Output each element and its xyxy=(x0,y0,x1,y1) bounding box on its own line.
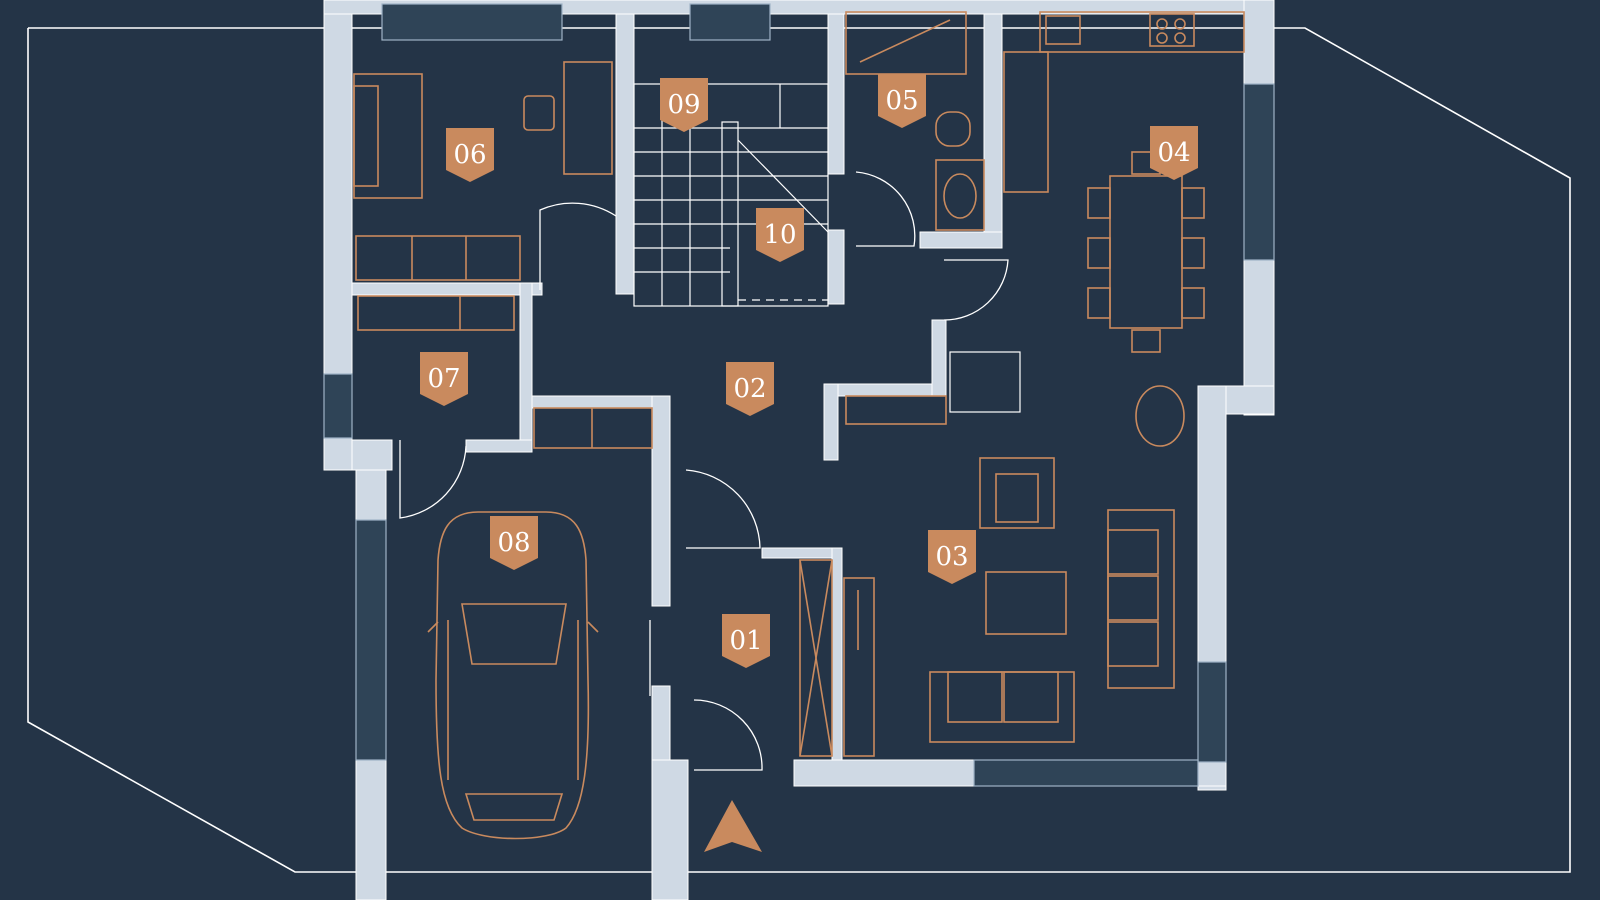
room-number-06: 06 xyxy=(453,140,486,170)
room-number-07: 07 xyxy=(427,364,460,394)
sink xyxy=(935,159,985,231)
window-right-upper xyxy=(1243,83,1275,261)
arrow-up-icon xyxy=(704,800,762,852)
fireplace xyxy=(949,351,1021,413)
wall-garage-top xyxy=(531,395,671,409)
room-number-03: 03 xyxy=(935,542,968,572)
sofa-06 xyxy=(353,73,423,199)
car xyxy=(427,511,599,840)
wall-room07-bottom-right xyxy=(465,439,533,453)
wall-room07-right xyxy=(519,282,533,444)
wall-garage-right-lower xyxy=(651,759,689,900)
coffee-table xyxy=(985,571,1067,635)
wall-garage-right-mid xyxy=(651,685,671,761)
room-tag-08: 08 xyxy=(490,516,538,570)
room-tag-02: 02 xyxy=(726,362,774,416)
desk-06 xyxy=(563,61,613,175)
chair-06 xyxy=(523,95,555,131)
room-tag-04: 04 xyxy=(1150,126,1198,180)
cooktop xyxy=(1149,13,1195,47)
wall-hall-right xyxy=(931,319,947,397)
kitchen-counter-side xyxy=(1003,51,1049,193)
room-number-08: 08 xyxy=(497,528,530,558)
dining-table xyxy=(1109,175,1183,329)
wall-stair-right xyxy=(827,13,845,175)
armchair xyxy=(979,457,1055,529)
closet xyxy=(799,559,833,757)
wall-bath-bottom xyxy=(919,231,1003,249)
shelves-08 xyxy=(533,407,653,449)
room-tag-10: 10 xyxy=(756,208,804,262)
room-number-01: 01 xyxy=(729,626,762,656)
furniture xyxy=(353,11,1245,840)
wardrobe-07 xyxy=(357,295,515,331)
wall-closet-v xyxy=(831,547,843,761)
windows xyxy=(323,3,1275,787)
wall-room06-bottom xyxy=(351,282,543,296)
window-bottom xyxy=(973,759,1199,787)
sofa-right xyxy=(1107,509,1175,689)
room-number-10: 10 xyxy=(763,220,796,250)
window-right-lower xyxy=(1197,661,1227,763)
cabinet-06 xyxy=(355,235,521,281)
toilet xyxy=(935,111,971,147)
room-tag-07: 07 xyxy=(420,352,468,406)
wall-closet xyxy=(761,547,843,559)
room-tag-06: 06 xyxy=(446,128,494,182)
room-number-05: 05 xyxy=(885,86,918,116)
room-tag-03: 03 xyxy=(928,530,976,584)
room-tag-01: 01 xyxy=(722,614,770,668)
mirror-cabinet xyxy=(843,577,875,757)
window-garage xyxy=(355,519,387,761)
wall-stair-left xyxy=(615,13,635,295)
kitchen-counter-top xyxy=(1039,11,1245,53)
room-number-09: 09 xyxy=(667,90,700,120)
window-top-2 xyxy=(689,3,771,41)
window-top-1 xyxy=(381,3,563,41)
room-number-04: 04 xyxy=(1157,138,1190,168)
plant xyxy=(1135,385,1185,447)
wall-room07-bottom xyxy=(351,439,393,471)
room-tag-09: 09 xyxy=(660,78,708,132)
room-number-02: 02 xyxy=(733,374,766,404)
window-left xyxy=(323,373,353,439)
wall-stair-right-low xyxy=(827,229,845,305)
wall-garage-right xyxy=(651,395,671,607)
plot-boundary xyxy=(27,27,1571,873)
doors xyxy=(399,171,1009,771)
wall-bath-right xyxy=(983,13,1003,247)
wall-hall-mid xyxy=(823,383,945,397)
room-tag-05: 05 xyxy=(878,74,926,128)
shoe-cabinet xyxy=(845,395,947,425)
wall-hall-mid-v xyxy=(823,383,839,461)
